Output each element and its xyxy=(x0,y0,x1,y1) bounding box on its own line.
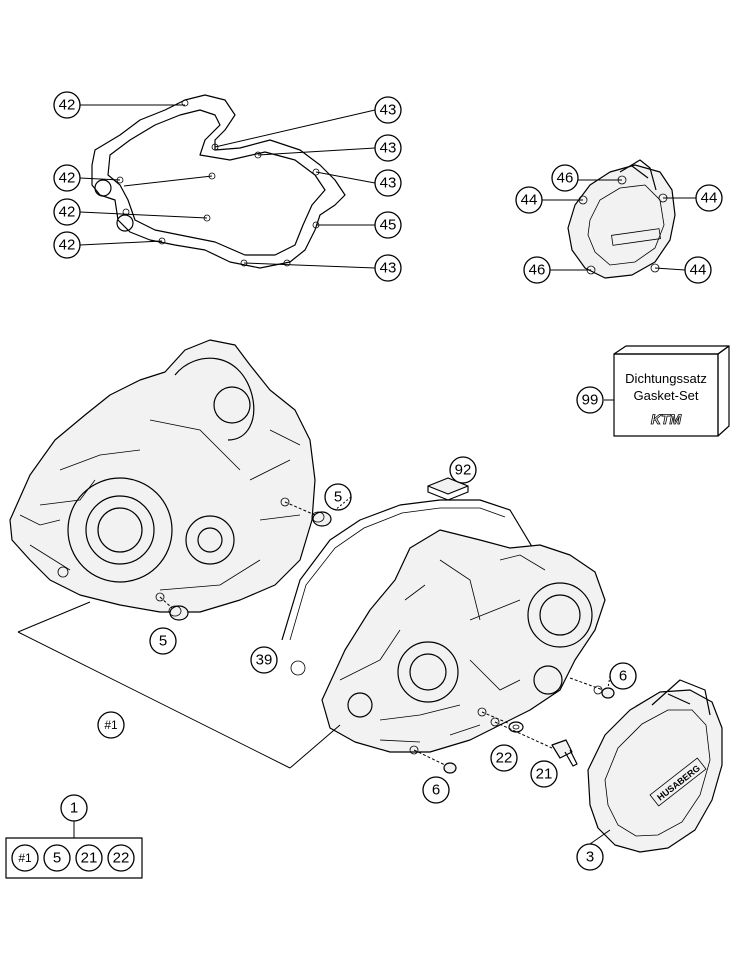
callout-5-lower: 5 xyxy=(149,627,177,655)
washer-22 xyxy=(481,711,524,733)
svg-text:42: 42 xyxy=(59,204,76,221)
kit-label-line1: Dichtungssatz xyxy=(625,371,707,386)
set-item-4: 22 xyxy=(107,844,135,872)
svg-text:22: 22 xyxy=(496,750,513,767)
svg-text:99: 99 xyxy=(582,392,599,409)
kit-label-line2: Gasket-Set xyxy=(633,388,698,403)
callout-43-a: 43 xyxy=(374,96,402,124)
drain-plug-21 xyxy=(494,721,578,767)
dowel-pin-upper xyxy=(284,501,332,527)
callout-42-b: 42 xyxy=(53,164,81,192)
set-item-2: 5 xyxy=(43,844,71,872)
set-1-box xyxy=(5,820,143,879)
callout-6-lower: 6 xyxy=(422,776,450,804)
dowel-pin-lower xyxy=(159,596,189,621)
svg-text:43: 43 xyxy=(380,102,397,119)
svg-text:43: 43 xyxy=(380,140,397,157)
svg-text:3: 3 xyxy=(586,849,594,866)
callout-44-left: 44 xyxy=(515,186,543,214)
svg-text:44: 44 xyxy=(701,190,718,207)
callout-6-right: 6 xyxy=(609,662,637,690)
svg-text:5: 5 xyxy=(53,850,61,867)
screw-6-lower xyxy=(413,749,457,774)
svg-text:5: 5 xyxy=(159,633,167,650)
ignition-cover-lower: HUSABERG xyxy=(587,679,723,853)
svg-text:42: 42 xyxy=(59,170,76,187)
cover-leader-lines xyxy=(542,179,696,271)
svg-text:#1: #1 xyxy=(18,851,32,865)
svg-text:21: 21 xyxy=(536,766,553,783)
callout-3: 3 xyxy=(576,843,604,871)
callout-46-bottom: 46 xyxy=(523,256,551,284)
callout-46-top: 46 xyxy=(551,164,579,192)
crankcase-gasket xyxy=(91,94,346,269)
svg-text:46: 46 xyxy=(529,262,546,279)
screw-6-right xyxy=(569,677,615,699)
callout-21: 21 xyxy=(530,760,558,788)
left-crankcase-half xyxy=(9,339,316,613)
svg-text:#1: #1 xyxy=(104,718,118,732)
gasket-kit-box: Dichtungssatz Gasket-Set KTM xyxy=(613,345,730,437)
callout-39: 39 xyxy=(250,646,278,674)
svg-text:22: 22 xyxy=(113,850,130,867)
svg-text:21: 21 xyxy=(81,850,98,867)
svg-text:42: 42 xyxy=(59,237,76,254)
svg-text:6: 6 xyxy=(432,782,440,799)
callout-43-b: 43 xyxy=(374,134,402,162)
svg-text:46: 46 xyxy=(557,170,574,187)
svg-text:6: 6 xyxy=(619,668,627,685)
svg-text:5: 5 xyxy=(334,489,342,506)
callout-92: 92 xyxy=(449,456,477,484)
right-crankcase-half xyxy=(321,529,606,755)
callout-44-bottom: 44 xyxy=(684,256,712,284)
svg-text:44: 44 xyxy=(521,192,538,209)
assembly-bracket xyxy=(17,601,341,769)
callout-set-1: 1 xyxy=(60,794,88,822)
callout-43-c: 43 xyxy=(374,169,402,197)
ignition-cover-top xyxy=(567,159,676,279)
set-item-3: 21 xyxy=(75,844,103,872)
callout-44-right: 44 xyxy=(695,184,723,212)
svg-text:43: 43 xyxy=(380,260,397,277)
callout-42-a: 42 xyxy=(53,91,81,119)
callout-45: 45 xyxy=(374,211,402,239)
svg-text:44: 44 xyxy=(690,262,707,279)
callout-5-upper: 5 xyxy=(324,483,352,511)
callout-99: 99 xyxy=(576,386,604,414)
set-item-1: #1 xyxy=(11,844,39,872)
callout-22: 22 xyxy=(490,744,518,772)
callout-42-d: 42 xyxy=(53,231,81,259)
svg-text:1: 1 xyxy=(70,800,78,817)
callout-42-c: 42 xyxy=(53,198,81,226)
svg-text:42: 42 xyxy=(59,97,76,114)
kit-logo: KTM xyxy=(651,411,682,427)
svg-text:39: 39 xyxy=(256,652,273,669)
svg-text:45: 45 xyxy=(380,217,397,234)
svg-text:92: 92 xyxy=(455,462,472,479)
gasket-leader-lines xyxy=(79,104,376,269)
callout-43-d: 43 xyxy=(374,254,402,282)
callout-assembly-1: #1 xyxy=(97,711,125,739)
svg-text:43: 43 xyxy=(380,175,397,192)
